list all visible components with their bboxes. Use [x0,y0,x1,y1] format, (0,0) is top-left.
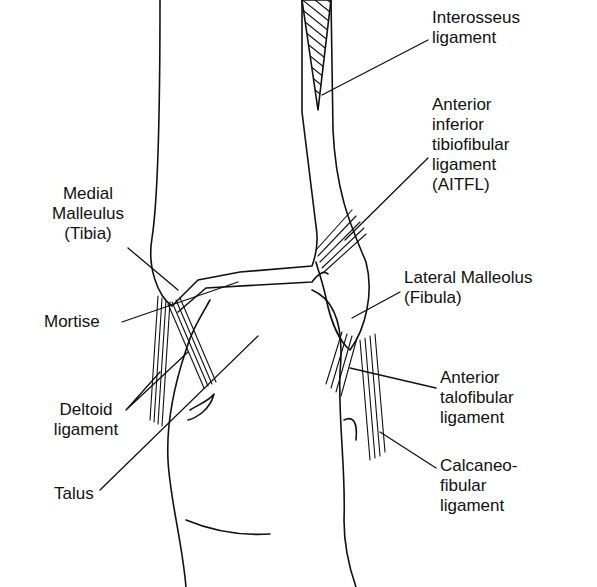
part-label: Mortise [44,312,124,332]
bone-label: Talus [54,484,114,504]
aitfl-ligament [316,210,366,272]
deltoid-ligament [150,296,216,426]
cfl-ligament [360,334,385,460]
joint-line [178,272,328,312]
leader-lines [100,40,436,490]
talus-outline [168,300,210,587]
ligament-label: Anterior inferior tibiofibular ligament … [432,95,544,195]
ligament-label: Anterior talofibular ligament [440,368,560,428]
atfl-ligament [326,332,357,396]
ligament-label: Calcaneo-fibular ligament [440,456,536,516]
interosseus-band [302,0,331,110]
tibia-outline [151,0,317,306]
ligament-label: Deltoid ligament [44,400,128,440]
bone-label: Lateral Malleolus (Fibula) [404,268,574,308]
bone-label: Medial Malleulus (Tibia) [40,184,136,244]
ligament-label: Interosseus ligament [432,8,542,48]
